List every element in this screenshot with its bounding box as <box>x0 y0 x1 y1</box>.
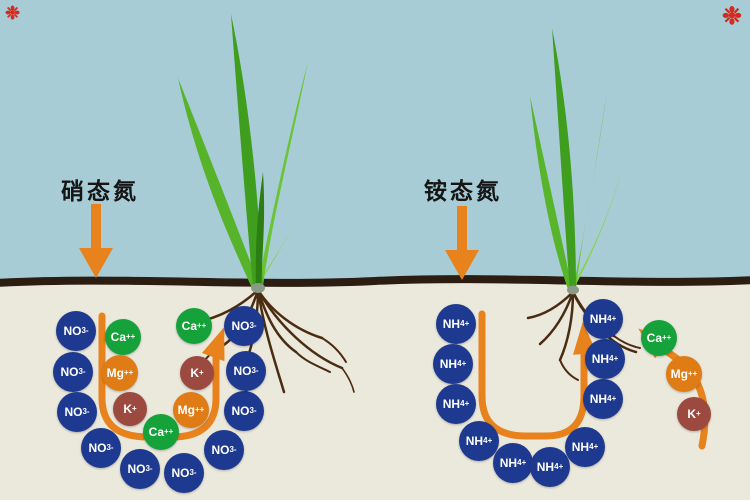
nitrate-down-arrow <box>79 204 113 278</box>
nitrate-label: 硝态氮 <box>61 178 139 204</box>
potassium-ion: K+ <box>677 397 711 431</box>
calcium-ion: Ca++ <box>176 308 212 344</box>
calcium-ion: Ca++ <box>641 320 677 356</box>
ammonium-label: 铵态氮 <box>424 178 502 204</box>
potassium-ion: K+ <box>113 392 147 426</box>
magnesium-ion: Mg++ <box>666 356 702 392</box>
calcium-ion: Ca++ <box>105 319 141 355</box>
watermark-icon-left: ❉ <box>5 3 21 23</box>
magnesium-ion: Mg++ <box>173 392 209 428</box>
magnesium-ion: Mg++ <box>102 355 138 391</box>
watermark-icon-right: ❉ <box>721 3 742 30</box>
left-plant <box>178 14 336 293</box>
calcium-ion: Ca++ <box>143 414 179 450</box>
right-plant <box>530 28 625 295</box>
ammonium-down-arrow <box>445 206 479 280</box>
ground-line <box>0 275 750 287</box>
potassium-ion: K+ <box>180 356 214 390</box>
